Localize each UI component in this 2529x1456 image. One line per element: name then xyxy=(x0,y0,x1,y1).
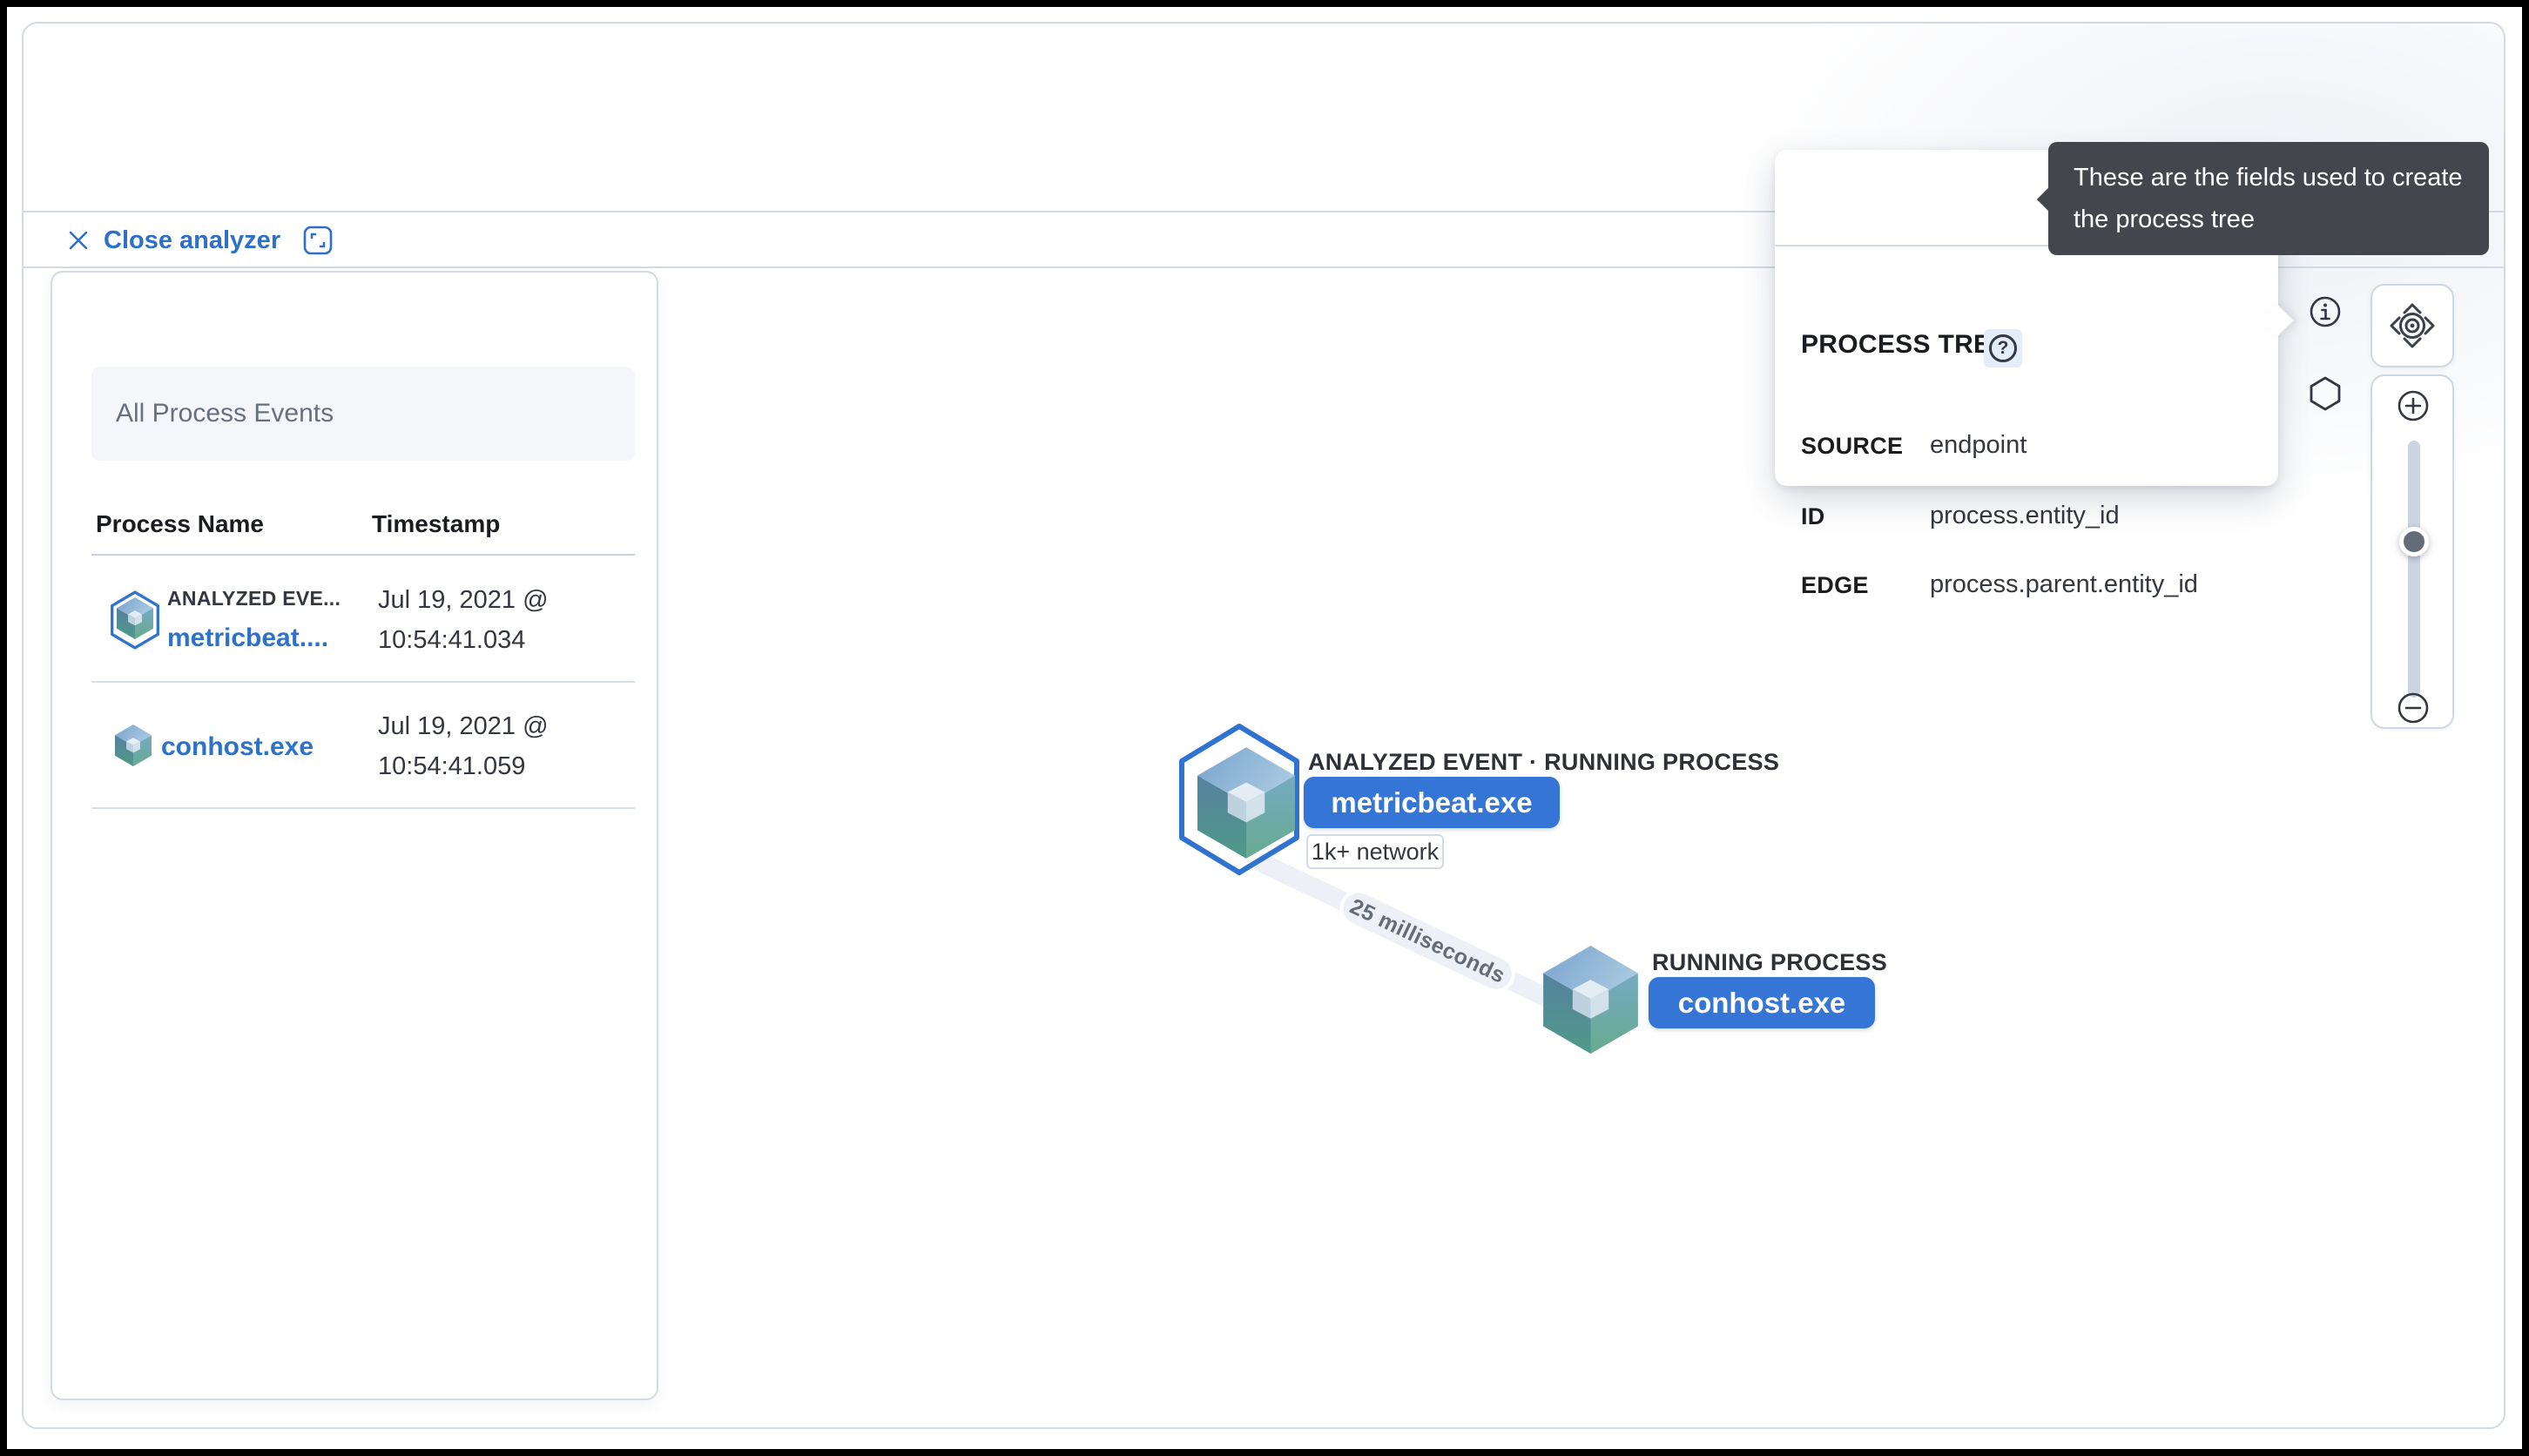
metricbeat-node-kicker: ANALYZED EVENT · RUNNING PROCESS xyxy=(1308,749,1780,775)
zoom-out-icon[interactable] xyxy=(2397,691,2430,725)
timestamp-time: 10:54:41.059 xyxy=(378,752,526,780)
center-target-icon xyxy=(2399,313,2425,339)
question-mark-icon[interactable]: ? xyxy=(1989,334,2017,362)
popover-row-value: process.entity_id xyxy=(1930,502,2120,529)
header-bottom-divider xyxy=(24,266,2505,268)
timestamp-date: Jul 19, 2021 @ xyxy=(378,712,549,740)
help-icon-button[interactable]: ? xyxy=(1984,329,2022,367)
close-icon[interactable] xyxy=(65,227,91,253)
conhost-node-button[interactable]: conhost.exe xyxy=(1649,977,1875,1028)
column-header-process-name: Process Name xyxy=(96,510,265,537)
metricbeat-node-cube-icon[interactable] xyxy=(1197,747,1295,859)
process-link-conhost[interactable]: conhost.exe xyxy=(161,732,314,761)
zoom-in-icon[interactable] xyxy=(2397,389,2430,422)
conhost-node-cube-icon[interactable] xyxy=(1543,946,1638,1054)
row-divider xyxy=(91,681,635,683)
column-header-timestamp: Timestamp xyxy=(372,510,501,537)
metricbeat-network-pill[interactable]: 1k+ network xyxy=(1306,834,1444,869)
popover-row-label: SOURCE xyxy=(1801,433,1904,459)
pan-left-icon xyxy=(2390,316,2401,335)
timestamp-time: 10:54:41.034 xyxy=(378,626,526,654)
metricbeat-node-button[interactable]: metricbeat.exe xyxy=(1304,777,1560,828)
center-graph-button[interactable] xyxy=(2399,313,2425,339)
zoom-slider-track[interactable] xyxy=(2408,441,2420,698)
popover-divider xyxy=(1775,245,2278,246)
pan-right-icon xyxy=(2424,316,2435,335)
pan-down-button[interactable] xyxy=(2371,339,2454,367)
close-analyzer-label[interactable]: Close analyzer xyxy=(104,226,281,254)
graph-zoom-controls xyxy=(2371,374,2454,729)
conhost-node-kicker: RUNNING PROCESS xyxy=(1652,949,1888,975)
zoom-slider-thumb[interactable] xyxy=(2399,527,2429,556)
node-legend-hexagon-icon[interactable] xyxy=(2308,376,2343,411)
header-top-divider xyxy=(24,211,2505,212)
analyzed-event-badge: ANALYZED EVE... xyxy=(167,587,341,610)
popover-row-label: EDGE xyxy=(1801,572,1869,598)
pan-right-button[interactable] xyxy=(2425,313,2454,339)
timestamp-cell: Jul 19, 2021 @ 10:54:41.034 xyxy=(378,580,549,660)
process-cube-icon xyxy=(117,597,153,639)
tooltip-line1: These are the fields used to create xyxy=(2074,164,2463,192)
popover-title: PROCESS TREE xyxy=(1801,330,2009,359)
timestamp-cell: Jul 19, 2021 @ 10:54:41.059 xyxy=(378,706,549,786)
analyzed-event-hexagon-ring-icon xyxy=(108,589,162,651)
popover-row-label: ID xyxy=(1801,503,1825,529)
pan-left-button[interactable] xyxy=(2371,313,2399,339)
events-card-title: All Process Events xyxy=(91,367,635,461)
row-divider xyxy=(91,807,635,809)
table-header-divider xyxy=(91,554,635,556)
pan-up-button[interactable] xyxy=(2371,284,2454,313)
schema-info-icon[interactable] xyxy=(2308,294,2343,329)
close-analyzer-button[interactable]: Close analyzer xyxy=(65,223,333,258)
popover-row-value: endpoint xyxy=(1930,431,2027,459)
pan-down-icon xyxy=(2403,337,2422,348)
process-tree-tooltip: These are the fields used to create the … xyxy=(2036,142,2489,255)
tooltip-line2: the process tree xyxy=(2074,206,2255,233)
timestamp-date: Jul 19, 2021 @ xyxy=(378,586,549,614)
process-link-metricbeat[interactable]: metricbeat.... xyxy=(167,624,329,652)
fullscreen-icon[interactable] xyxy=(303,226,333,255)
graph-pan-controls xyxy=(2371,284,2454,367)
process-cube-icon xyxy=(115,725,152,766)
popover-row-value: process.parent.entity_id xyxy=(1930,570,2198,598)
pan-up-icon xyxy=(2403,303,2422,314)
selected-node-hexagon-ring-icon xyxy=(1176,722,1303,877)
